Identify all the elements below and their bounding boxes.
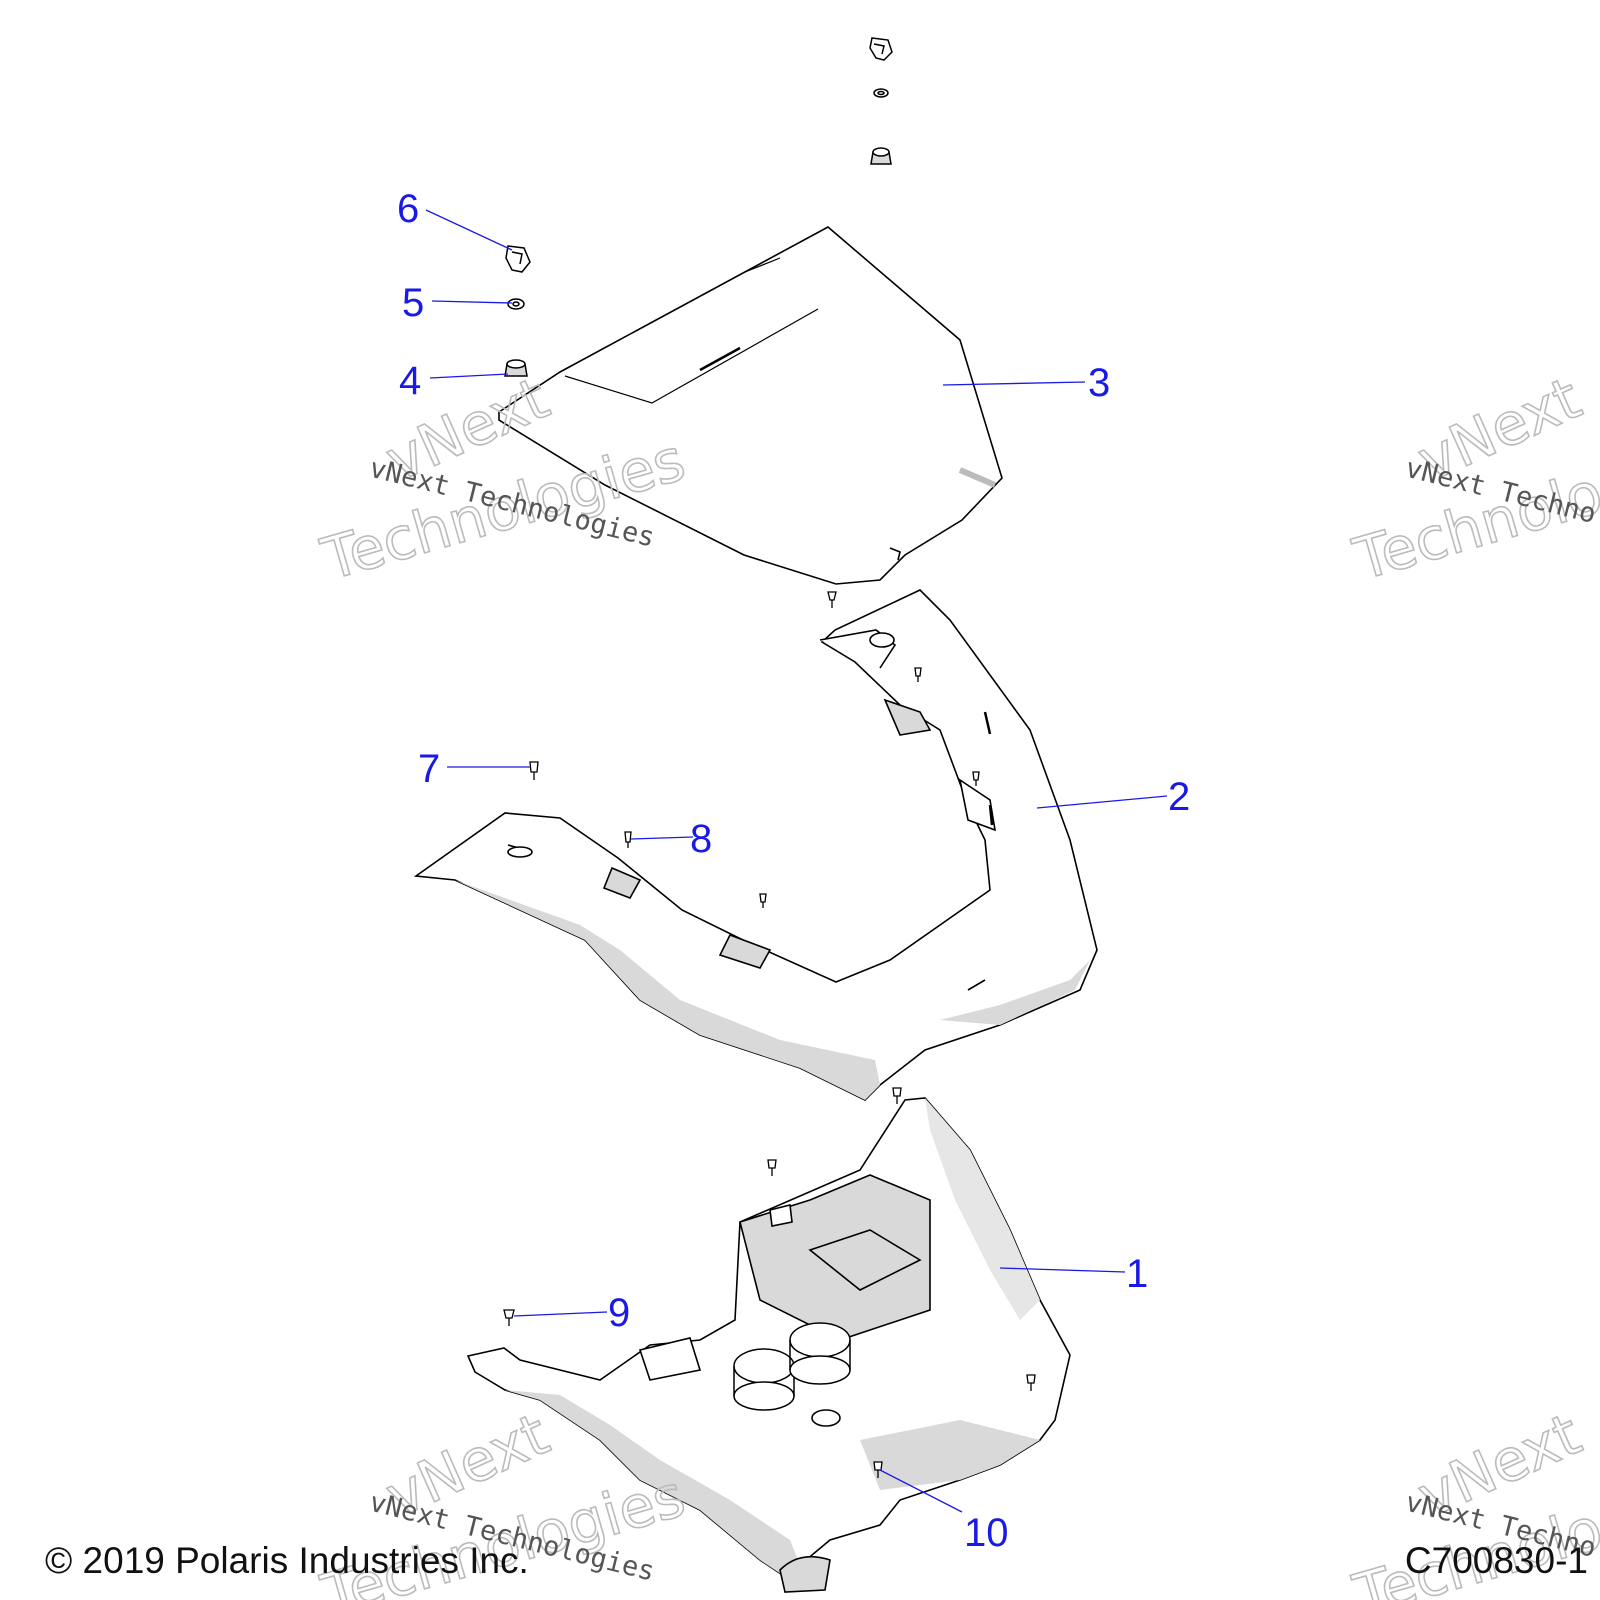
callout-6: 6 (397, 187, 419, 231)
callout-2: 2 (1168, 775, 1190, 819)
part-1-console-tray (466, 1097, 1071, 1593)
part-3-cover-panel (498, 226, 1003, 585)
callout-4: 4 (399, 359, 421, 403)
part-6-nut (505, 245, 531, 273)
copyright-notice: © 2019 Polaris Industries Inc. (45, 1540, 529, 1581)
part-8-screw (624, 831, 632, 848)
callout-7: 7 (418, 747, 440, 791)
watermark-top-right: vNext Technologies vNext Technologies (1345, 363, 1600, 595)
top-hardware-stack (869, 37, 893, 165)
part-5-washer (507, 298, 525, 310)
part-1-screws (767, 1087, 1036, 1391)
callout-9: 9 (608, 1291, 630, 1335)
part-4-grommet (504, 359, 528, 377)
callout-labels: 1 2 3 4 5 6 7 8 9 10 (397, 187, 1190, 1555)
callout-3: 3 (1088, 361, 1110, 405)
cup-holders (733, 1322, 851, 1411)
part-2-screws (759, 591, 980, 908)
callout-8: 8 (690, 817, 712, 861)
callout-5: 5 (402, 281, 424, 325)
drawing-number: C700830-1 (1404, 1540, 1588, 1581)
part-7-screw (529, 761, 539, 780)
part-9-screw (503, 1309, 515, 1326)
part-2-fascia-panel (413, 589, 1098, 1101)
callout-1: 1 (1126, 1252, 1148, 1296)
callout-10: 10 (964, 1511, 1009, 1555)
leader-lines (425, 209, 1168, 1513)
